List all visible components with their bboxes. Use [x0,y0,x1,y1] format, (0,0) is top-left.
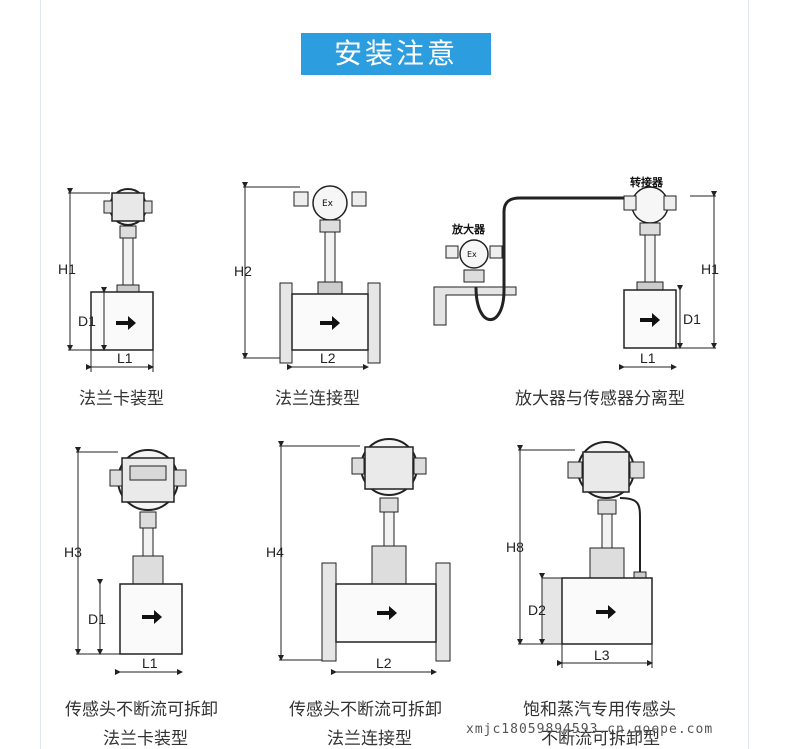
dim-l2: L2 [320,350,336,366]
dim-h4: H4 [266,544,284,560]
fig6-steam-sensor-drawing: H8 D2 L3 [506,441,653,668]
dim-h1-separated: H1 [701,261,719,277]
dim-l2-removable: L2 [376,655,392,671]
caption-fig6-line1: 饱和蒸汽专用传感头 [523,700,676,720]
dim-l1: L1 [117,350,133,366]
fig3-separated-type-drawing: Ex 放大器 转接器 H1 D1 L1 [433,175,719,370]
fig1-flange-clamp-drawing: H1 D1 L1 [58,188,154,372]
caption-fig4-line2: 法兰卡装型 [103,729,188,749]
dim-h8: H8 [506,539,524,555]
label-adapter: 转接器 [630,175,664,189]
caption-fig4-line1: 传感头不断流可拆卸 [65,700,218,720]
dim-h1: H1 [58,261,76,277]
dim-l3: L3 [594,647,610,663]
dim-l1-removable: L1 [142,655,158,671]
dim-d1-separated: D1 [683,311,701,327]
dim-d1-removable: D1 [88,611,106,627]
page-title: 安装注意 [301,33,491,75]
caption-fig2: 法兰连接型 [275,389,360,409]
fig4-removable-clamp-drawing: H3 D1 L1 [64,447,187,675]
dim-d1: D1 [78,313,96,329]
caption-fig6-line2: 不断流可拆卸型 [541,729,660,749]
ex-mark: Ex [322,199,334,209]
label-amplifier: 放大器 [451,222,486,236]
fig2-flange-connection-drawing: Ex H2 L2 [234,182,381,370]
caption-fig5-line1: 传感头不断流可拆卸 [289,700,442,720]
fig5-removable-flange-drawing: H4 L2 [266,438,451,675]
dim-h3: H3 [64,544,82,560]
caption-fig1: 法兰卡装型 [79,389,164,409]
caption-fig5-line2: 法兰连接型 [327,729,412,749]
ex-mark-amplifier: Ex [467,250,477,259]
right-edge-line [748,0,749,749]
dim-h2: H2 [234,263,252,279]
watermark-text: xmjc18059894593.cn.goepe.com [466,722,714,737]
dim-d2: D2 [528,602,546,618]
dim-l1-separated: L1 [640,350,656,366]
left-edge-line [40,0,41,749]
caption-fig3: 放大器与传感器分离型 [515,389,685,409]
